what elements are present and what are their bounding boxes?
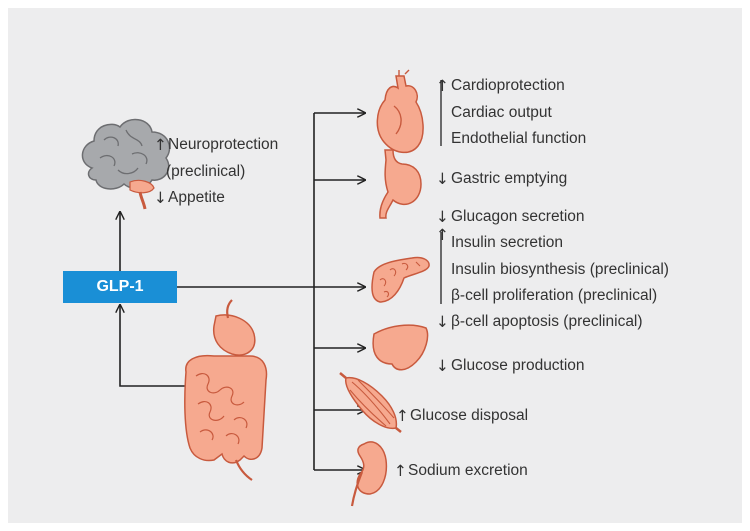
brain-label-preclinical: (preclinical)	[166, 163, 245, 181]
muscle-label: Glucose disposal	[410, 407, 528, 425]
liver-label: Glucose production	[451, 357, 585, 375]
liver-down-arrow: ↓	[436, 357, 449, 375]
liver-icon	[373, 325, 427, 370]
kidney-up-arrow: ↑	[394, 462, 407, 480]
pancreas-label-insulin-secretion: Insulin secretion	[451, 234, 563, 252]
pancreas-down-arrow-1: ↓	[436, 208, 449, 226]
glp1-box: GLP-1	[63, 271, 177, 303]
kidney-label: Sodium excretion	[408, 462, 528, 480]
heart-icon	[377, 70, 423, 152]
kidney-icon	[352, 442, 386, 506]
gut-icon	[185, 300, 267, 480]
heart-up-arrow: ↑	[436, 77, 449, 95]
pancreas-down-arrow-2: ↓	[436, 313, 449, 331]
pancreas-icon	[372, 257, 429, 302]
brain-label-appetite: Appetite	[168, 189, 225, 207]
muscle-icon	[340, 373, 401, 432]
brain-down-arrow: ↓	[154, 189, 167, 207]
pancreas-label-insulin-biosynthesis: Insulin biosynthesis (preclinical)	[451, 261, 669, 279]
heart-label-endothelial: Endothelial function	[451, 130, 586, 148]
heart-label-cardiac-output: Cardiac output	[451, 104, 552, 122]
heart-label-cardioprotection: Cardioprotection	[451, 77, 565, 95]
stomach-label: Gastric emptying	[451, 170, 567, 188]
pancreas-label-glucagon: Glucagon secretion	[451, 208, 585, 226]
brain-label-neuroprotection: Neuroprotection	[168, 136, 278, 154]
pancreas-label-beta-apoptosis: β-cell apoptosis (preclinical)	[451, 313, 643, 331]
stomach-down-arrow: ↓	[436, 170, 449, 188]
pancreas-up-arrow: ↑	[436, 226, 449, 244]
pancreas-label-beta-proliferation: β-cell proliferation (preclinical)	[451, 287, 657, 305]
muscle-up-arrow: ↑	[396, 407, 409, 425]
brain-up-arrow: ↑	[154, 136, 167, 154]
stomach-icon	[380, 150, 421, 218]
arrow-from-gut	[120, 305, 185, 386]
